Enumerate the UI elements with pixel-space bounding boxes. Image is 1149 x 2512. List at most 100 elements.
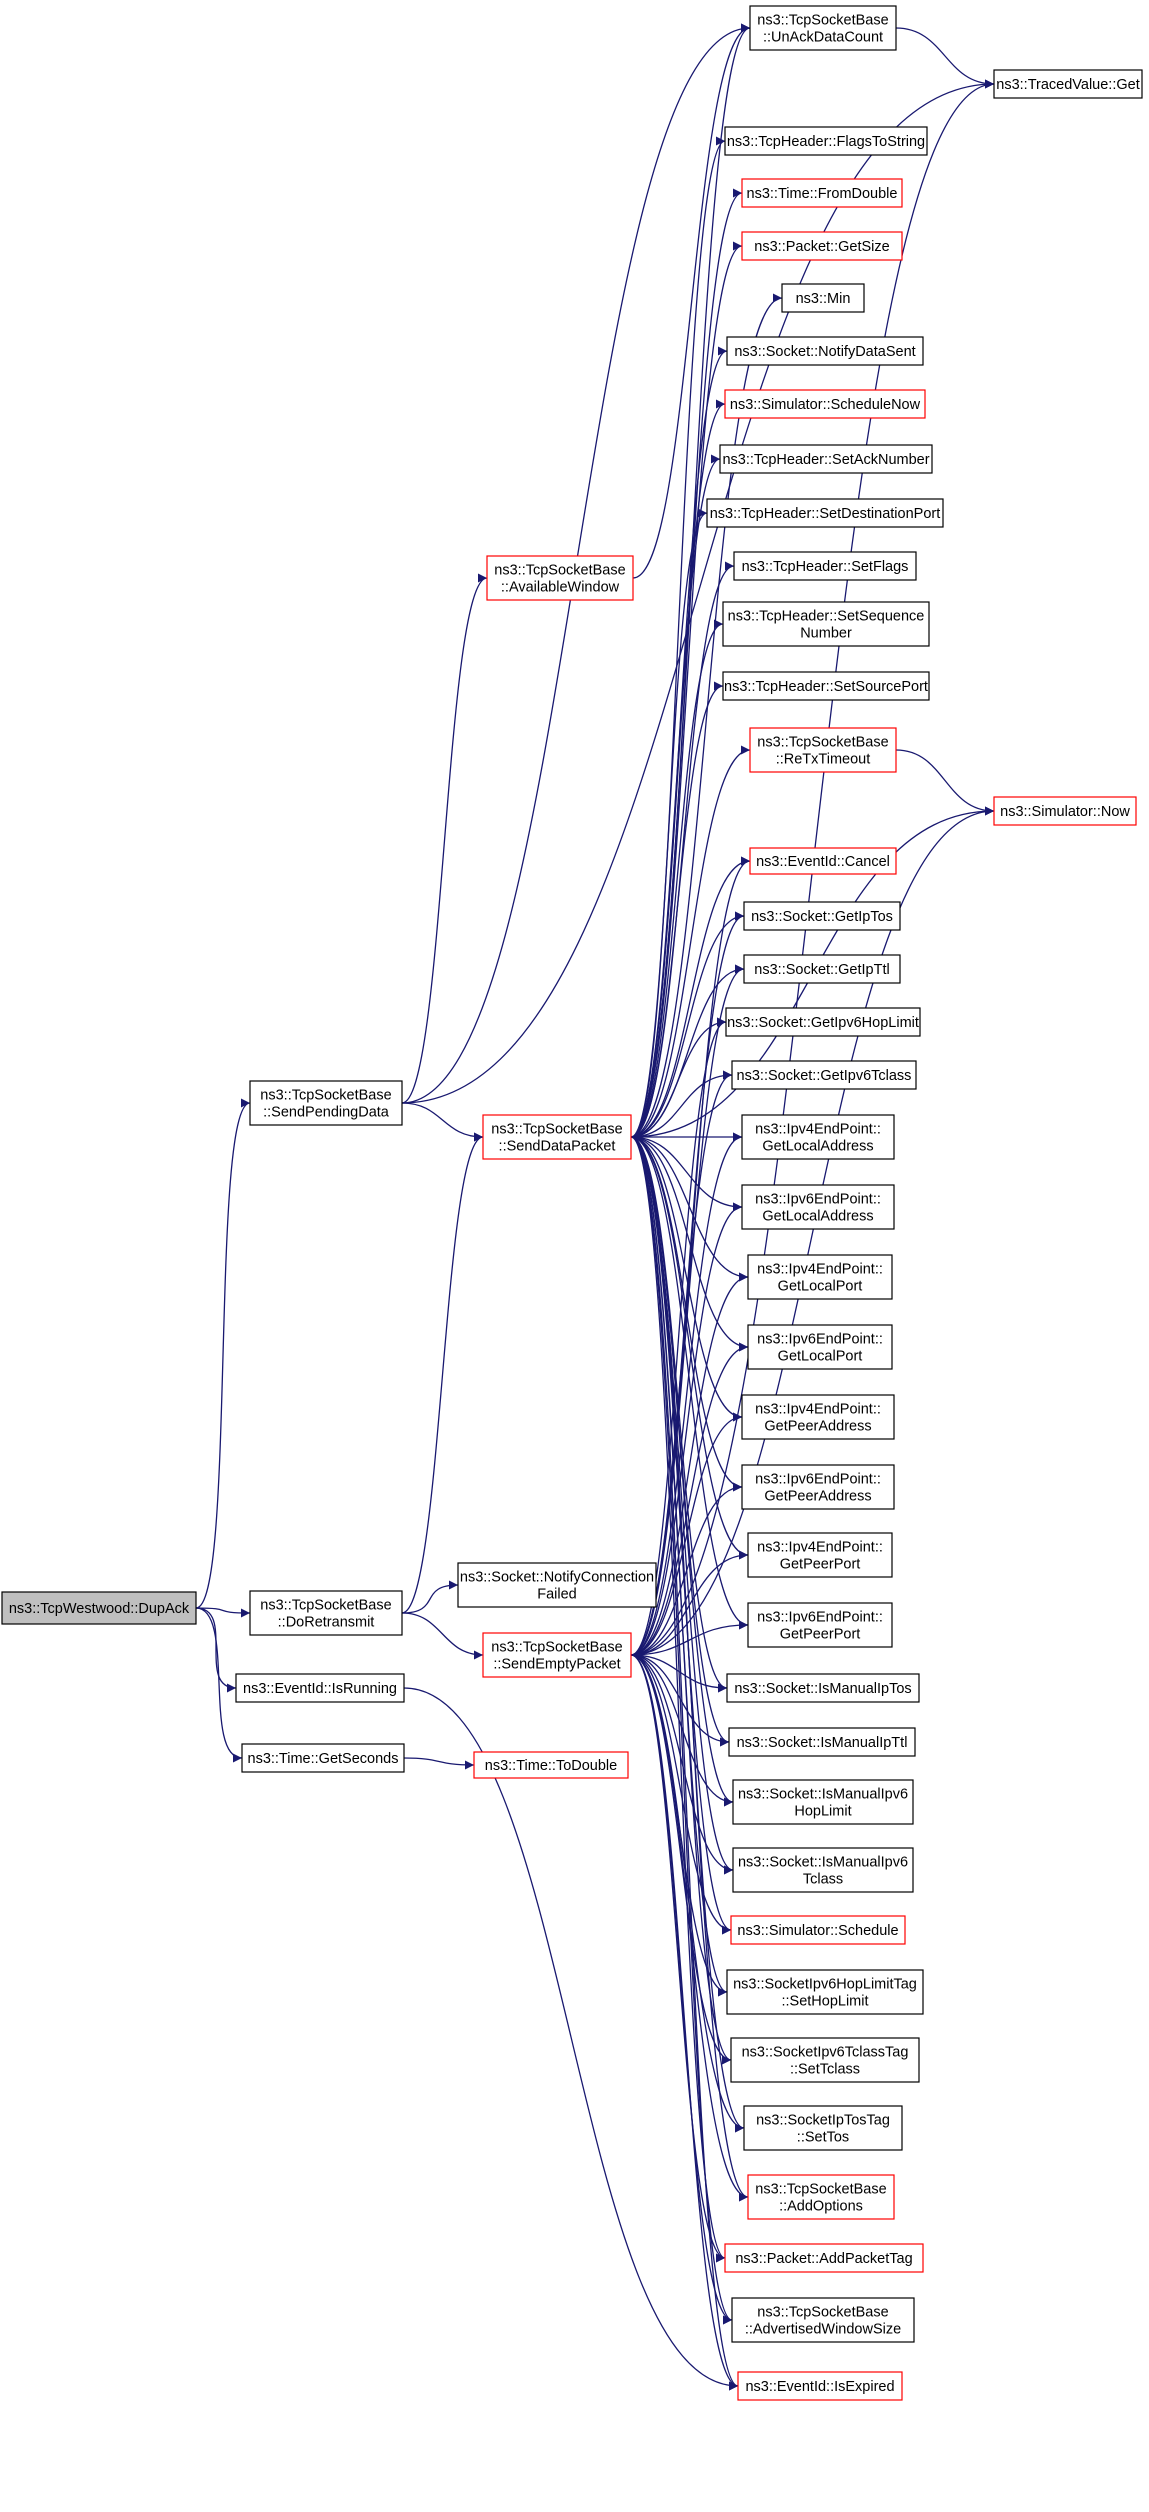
node-box-ipv6peeraddr[interactable] xyxy=(741,1464,895,1510)
node-box-senddata[interactable] xyxy=(482,1114,632,1160)
node-box-addoptions[interactable] xyxy=(747,2174,895,2220)
node-getipv6hop[interactable]: ns3::Socket::GetIpv6HopLimit xyxy=(725,1007,921,1037)
node-advwinsize[interactable]: ns3::TcpSocketBase::AdvertisedWindowSize xyxy=(731,2297,915,2343)
node-ipv4locport[interactable]: ns3::Ipv4EndPoint::GetLocalPort xyxy=(747,1254,893,1300)
node-ismaniptos[interactable]: ns3::Socket::IsManualIpTos xyxy=(726,1673,920,1703)
node-box-ismaniptos[interactable] xyxy=(726,1673,920,1703)
node-schednow[interactable]: ns3::Simulator::ScheduleNow xyxy=(724,389,926,419)
node-senddata[interactable]: ns3::TcpSocketBase::SendDataPacket xyxy=(482,1114,632,1160)
node-box-availwin[interactable] xyxy=(486,555,634,601)
node-box-getipv6hop[interactable] xyxy=(725,1007,921,1037)
node-retxtimeout[interactable]: ns3::TcpSocketBase::ReTxTimeout xyxy=(749,727,897,773)
node-box-setsrcport[interactable] xyxy=(722,671,930,701)
node-box-min[interactable] xyxy=(781,283,865,313)
node-box-ismanv6tc[interactable] xyxy=(732,1847,914,1893)
node-box-getipv6tc[interactable] xyxy=(731,1060,917,1090)
node-addpackettag[interactable]: ns3::Packet::AddPacketTag xyxy=(724,2243,924,2273)
node-unack[interactable]: ns3::TcpSocketBase::UnAckDataCount xyxy=(749,5,897,51)
node-box-flagstostr[interactable] xyxy=(724,126,928,156)
node-box-retxtimeout[interactable] xyxy=(749,727,897,773)
node-getseconds[interactable]: ns3::Time::GetSeconds xyxy=(241,1743,405,1773)
node-box-ismanipttl[interactable] xyxy=(728,1727,916,1757)
node-getipv6tc[interactable]: ns3::Socket::GetIpv6Tclass xyxy=(731,1060,917,1090)
node-ipv4peeraddr[interactable]: ns3::Ipv4EndPoint::GetPeerAddress xyxy=(741,1394,895,1440)
node-simnow[interactable]: ns3::Simulator::Now xyxy=(993,796,1137,826)
node-box-getseconds[interactable] xyxy=(241,1743,405,1773)
node-todouble[interactable]: ns3::Time::ToDouble xyxy=(473,1751,629,1779)
node-getsize[interactable]: ns3::Packet::GetSize xyxy=(741,231,903,261)
node-box-schednow[interactable] xyxy=(724,389,926,419)
node-box-settclass[interactable] xyxy=(730,2037,920,2083)
node-box-setack[interactable] xyxy=(719,444,933,474)
node-box-fromdouble[interactable] xyxy=(741,178,903,208)
node-isrunning[interactable]: ns3::EventId::IsRunning xyxy=(235,1673,405,1703)
node-ipv4locaddr[interactable]: ns3::Ipv4EndPoint::GetLocalAddress xyxy=(741,1114,895,1160)
node-box-ipv6peerport[interactable] xyxy=(747,1602,893,1648)
node-cancel[interactable]: ns3::EventId::Cancel xyxy=(749,847,897,875)
node-fromdouble[interactable]: ns3::Time::FromDouble xyxy=(741,178,903,208)
node-box-notifydatasent[interactable] xyxy=(726,336,924,366)
node-getiptos[interactable]: ns3::Socket::GetIpTos xyxy=(743,901,901,931)
node-box-unack[interactable] xyxy=(749,5,897,51)
node-setflags[interactable]: ns3::TcpHeader::SetFlags xyxy=(733,551,917,581)
node-settclass[interactable]: ns3::SocketIpv6TclassTag::SetTclass xyxy=(730,2037,920,2083)
node-box-getipttl[interactable] xyxy=(743,954,901,984)
node-box-dupack[interactable] xyxy=(1,1591,197,1625)
node-box-sethoplimit[interactable] xyxy=(726,1969,924,2015)
node-box-settos[interactable] xyxy=(743,2105,903,2151)
node-ipv4peerport[interactable]: ns3::Ipv4EndPoint::GetPeerPort xyxy=(747,1532,893,1578)
node-ismanipttl[interactable]: ns3::Socket::IsManualIpTtl xyxy=(728,1727,916,1757)
node-setdstport[interactable]: ns3::TcpHeader::SetDestinationPort xyxy=(706,498,944,528)
node-box-schedule[interactable] xyxy=(730,1915,906,1945)
node-box-getsize[interactable] xyxy=(741,231,903,261)
node-box-ipv4locport[interactable] xyxy=(747,1254,893,1300)
node-dupack[interactable]: ns3::TcpWestwood::DupAck xyxy=(1,1591,197,1625)
node-box-ipv4peerport[interactable] xyxy=(747,1532,893,1578)
node-setack[interactable]: ns3::TcpHeader::SetAckNumber xyxy=(719,444,933,474)
node-min[interactable]: ns3::Min xyxy=(781,283,865,313)
node-addoptions[interactable]: ns3::TcpSocketBase::AddOptions xyxy=(747,2174,895,2220)
node-sethoplimit[interactable]: ns3::SocketIpv6HopLimitTag::SetHopLimit xyxy=(726,1969,924,2015)
node-box-addpackettag[interactable] xyxy=(724,2243,924,2273)
node-getipttl[interactable]: ns3::Socket::GetIpTtl xyxy=(743,954,901,984)
node-box-ismanv6hop[interactable] xyxy=(732,1779,914,1825)
node-doretransmit[interactable]: ns3::TcpSocketBase::DoRetransmit xyxy=(249,1590,403,1636)
node-box-ipv4locaddr[interactable] xyxy=(741,1114,895,1160)
node-box-setflags[interactable] xyxy=(733,551,917,581)
node-setsrcport[interactable]: ns3::TcpHeader::SetSourcePort xyxy=(722,671,930,701)
node-ipv6peeraddr[interactable]: ns3::Ipv6EndPoint::GetPeerAddress xyxy=(741,1464,895,1510)
node-box-tracedget[interactable] xyxy=(993,69,1143,99)
node-isexpired[interactable]: ns3::EventId::IsExpired xyxy=(737,2371,903,2401)
node-box-doretransmit[interactable] xyxy=(249,1590,403,1636)
node-ipv6locport[interactable]: ns3::Ipv6EndPoint::GetLocalPort xyxy=(747,1324,893,1370)
node-box-notifyconnfailed[interactable] xyxy=(457,1562,657,1608)
node-box-todouble[interactable] xyxy=(473,1751,629,1779)
node-flagstostr[interactable]: ns3::TcpHeader::FlagsToString xyxy=(724,126,928,156)
node-box-advwinsize[interactable] xyxy=(731,2297,915,2343)
node-box-setseq[interactable] xyxy=(722,601,930,647)
node-ipv6peerport[interactable]: ns3::Ipv6EndPoint::GetPeerPort xyxy=(747,1602,893,1648)
node-schedule[interactable]: ns3::Simulator::Schedule xyxy=(730,1915,906,1945)
node-sendpending[interactable]: ns3::TcpSocketBase::SendPendingData xyxy=(249,1080,403,1126)
node-box-isrunning[interactable] xyxy=(235,1673,405,1703)
node-tracedget[interactable]: ns3::TracedValue::Get xyxy=(993,69,1143,99)
node-box-ipv6locport[interactable] xyxy=(747,1324,893,1370)
node-box-ipv6locaddr[interactable] xyxy=(741,1184,895,1230)
node-box-setdstport[interactable] xyxy=(706,498,944,528)
node-settos[interactable]: ns3::SocketIpTosTag::SetTos xyxy=(743,2105,903,2151)
node-notifydatasent[interactable]: ns3::Socket::NotifyDataSent xyxy=(726,336,924,366)
node-box-sendpending[interactable] xyxy=(249,1080,403,1126)
node-box-simnow[interactable] xyxy=(993,796,1137,826)
node-box-sendempty[interactable] xyxy=(482,1632,632,1678)
node-sendempty[interactable]: ns3::TcpSocketBase::SendEmptyPacket xyxy=(482,1632,632,1678)
node-box-ipv4peeraddr[interactable] xyxy=(741,1394,895,1440)
node-box-isexpired[interactable] xyxy=(737,2371,903,2401)
node-availwin[interactable]: ns3::TcpSocketBase::AvailableWindow xyxy=(486,555,634,601)
node-box-getiptos[interactable] xyxy=(743,901,901,931)
node-ipv6locaddr[interactable]: ns3::Ipv6EndPoint::GetLocalAddress xyxy=(741,1184,895,1230)
node-box-cancel[interactable] xyxy=(749,847,897,875)
